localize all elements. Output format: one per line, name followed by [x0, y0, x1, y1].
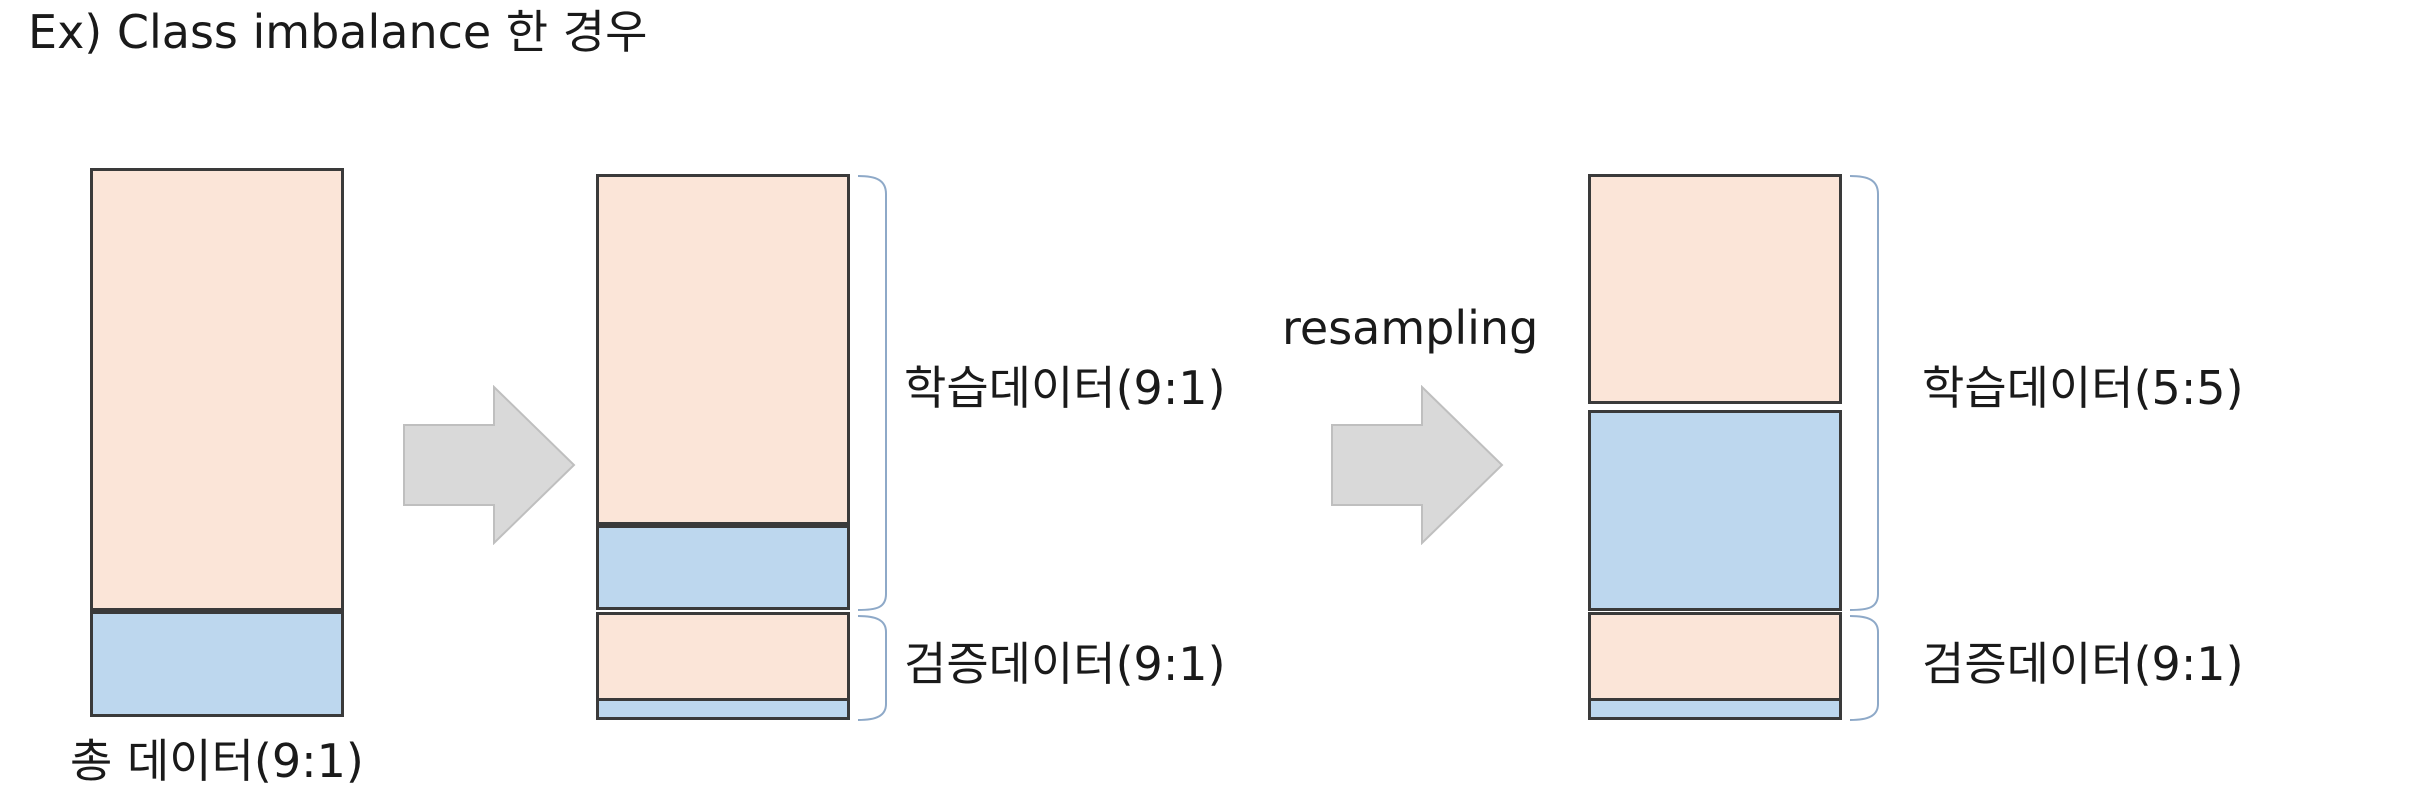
train-minority-block	[596, 525, 850, 610]
resampling-arrow-icon	[1331, 385, 1504, 545]
right-arrow-icon	[403, 385, 576, 545]
valid-data-label-before: 검증데이터(9:1)	[904, 637, 1226, 691]
train-brace-icon	[857, 175, 887, 611]
valid-data-label-after: 검증데이터(9:1)	[1922, 637, 2244, 691]
total-data-label: 총 데이터(9:1)	[70, 734, 364, 788]
resampled-train-minority-block	[1588, 410, 1842, 611]
resampled-valid-brace-icon	[1849, 615, 1879, 721]
valid-minority-block	[596, 698, 850, 720]
resampled-valid-majority-block	[1588, 612, 1842, 701]
resampled-valid-minority-block	[1588, 698, 1842, 720]
resampling-label: resampling	[1282, 301, 1539, 355]
valid-brace-icon	[857, 615, 887, 721]
train-majority-block	[596, 174, 850, 525]
train-data-label-before: 학습데이터(9:1)	[904, 361, 1226, 415]
total-minority-block	[90, 611, 344, 717]
resampled-train-brace-icon	[1849, 175, 1879, 611]
valid-majority-block	[596, 612, 850, 701]
diagram-title: Ex) Class imbalance 한 경우	[28, 5, 648, 59]
train-data-label-after: 학습데이터(5:5)	[1922, 361, 2244, 415]
total-majority-block	[90, 168, 344, 611]
resampled-train-majority-block	[1588, 174, 1842, 404]
